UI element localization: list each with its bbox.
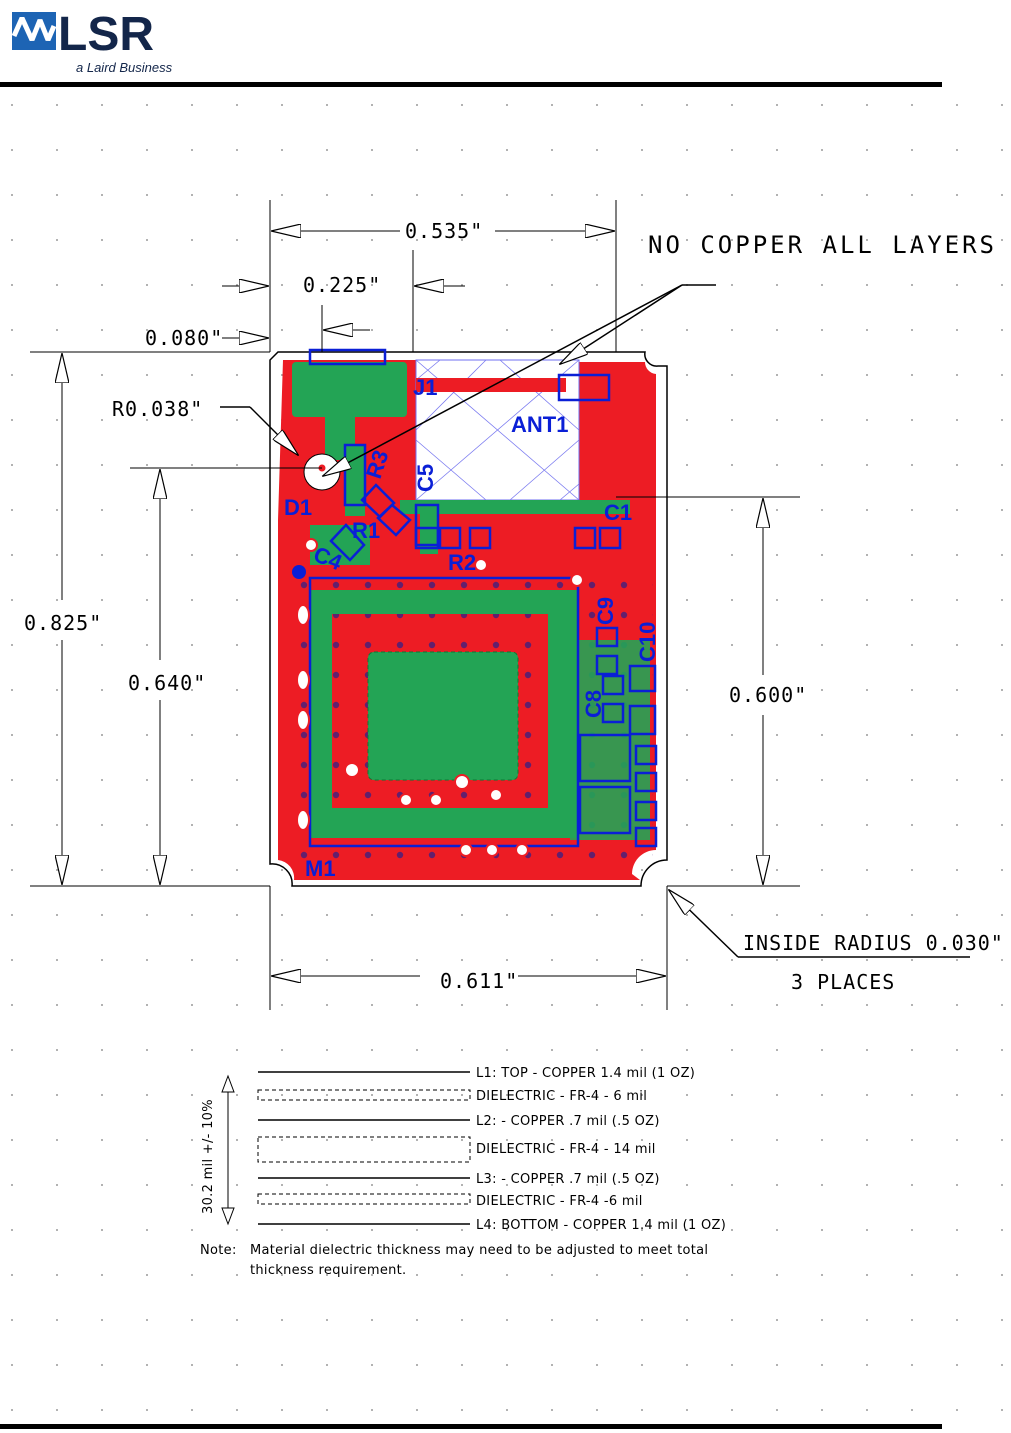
stack-label-l2: L2: - COPPER .7 mil (.5 OZ): [476, 1114, 660, 1129]
stack-label-l4: L4: BOTTOM - COPPER 1.4 mil (1 OZ): [476, 1218, 726, 1233]
dim-corner-radius: R0.038": [112, 397, 203, 421]
stack-label-l1: L1: TOP - COPPER 1.4 mil (1 OZ): [476, 1066, 695, 1081]
pin-pads: [296, 538, 584, 857]
dim-height-to-hole: 0.640": [128, 671, 206, 695]
dim-height-right: 0.600": [729, 683, 807, 707]
antenna-trace: [416, 378, 608, 520]
dim-overall-height: 0.825": [24, 611, 102, 635]
lsr-tagline: a Laird Business: [76, 60, 173, 75]
inner-copper-traces: [292, 362, 650, 840]
dim-left-offset: 0.080": [145, 326, 223, 350]
dim-no-copper: NO COPPER ALL LAYERS: [648, 231, 997, 259]
lsr-logo: LSR a Laird Business: [12, 8, 173, 75]
refdes-r1: R1: [352, 518, 380, 543]
silkscreen-outlines: [308, 348, 658, 848]
dim-overall-width-bottom: 0.611": [440, 969, 518, 993]
layer-stackup: 30.2 mil +/- 10% L1: TOP - COPPER 1.4 mi…: [200, 1066, 726, 1278]
refdes-c9: C9: [593, 597, 618, 625]
refdes-c1: C1: [604, 500, 632, 525]
stack-label-d3: DIELECTRIC - FR-4 -6 mil: [476, 1194, 643, 1209]
stack-note-line2: thickness requirement.: [250, 1263, 407, 1278]
dim-inside-radius-count: 3 PLACES: [791, 970, 895, 994]
refdes-r2: R2: [448, 550, 476, 575]
stack-label-d1: DIELECTRIC - FR-4 - 6 mil: [476, 1089, 647, 1104]
refdes-d1: D1: [284, 495, 312, 520]
stack-note-line1: Material dielectric thickness may need t…: [250, 1243, 708, 1258]
stack-label-d2: DIELECTRIC - FR-4 - 14 mil: [476, 1142, 656, 1157]
refdes-c8: C8: [581, 690, 606, 718]
refdes-j1: J1: [413, 375, 437, 400]
dimension-labels: 0.535" 0.225" 0.080" R0.038" 0.825" 0.64…: [24, 219, 1004, 994]
extension-lines: [30, 200, 800, 1010]
board-outline: [269, 351, 668, 887]
stack-box-d3: [257, 1193, 471, 1205]
dim-pad-width: 0.225": [303, 273, 381, 297]
thermal-pad-grid: [367, 651, 519, 781]
refdes-c10: C10: [635, 622, 660, 662]
dimension-lines: [62, 231, 763, 976]
leader-lines: [220, 284, 970, 958]
stack-box-d1: [257, 1089, 471, 1101]
stack-note-label: Note:: [200, 1243, 237, 1258]
stack-label-l3: L3: - COPPER .7 mil (.5 OZ): [476, 1172, 660, 1187]
stack-box-d2: [257, 1136, 471, 1163]
refdes-c5: C5: [413, 464, 438, 492]
stackup-total-thickness: 30.2 mil +/- 10%: [201, 1099, 216, 1214]
header-rule: [0, 82, 942, 87]
lsr-wordmark: LSR: [58, 8, 154, 61]
dim-inside-radius: INSIDE RADIUS 0.030": [743, 931, 1004, 955]
lsr-logo-mark: [12, 12, 57, 50]
refdes-m1: M1: [305, 856, 336, 881]
refdes-ant1: ANT1: [511, 412, 568, 437]
footer-rule: [0, 1424, 942, 1429]
dim-overall-width-top: 0.535": [405, 219, 483, 243]
c4-pad-marker: [292, 565, 306, 579]
